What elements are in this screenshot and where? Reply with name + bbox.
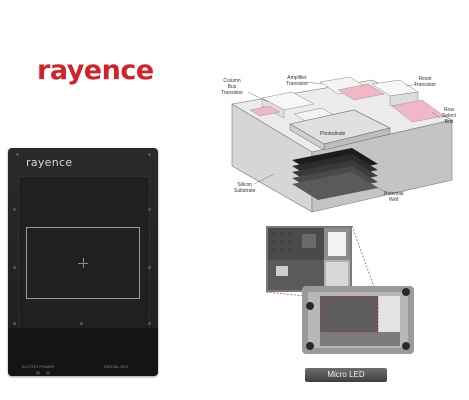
label-column-bus-transistor: Column Bus Transistor bbox=[221, 78, 244, 96]
screw-dot bbox=[80, 322, 83, 325]
detector-bottom-band bbox=[8, 328, 158, 376]
micro-led-label: Micro LED bbox=[305, 368, 387, 382]
label-potential-well: Potential Well bbox=[384, 191, 404, 203]
detector-sensor-surface bbox=[18, 176, 150, 330]
port-dot bbox=[36, 371, 40, 375]
screw-dot bbox=[148, 208, 151, 211]
label-silicon-substrate: Silicon Substrate bbox=[234, 182, 256, 194]
pixel-structure-diagram bbox=[231, 76, 453, 213]
micro-led-illustration bbox=[265, 225, 414, 354]
center-crosshair-v bbox=[83, 258, 84, 268]
screw-dot bbox=[148, 153, 151, 156]
label-photodiode: Photodiode bbox=[320, 131, 346, 137]
micro-led-chip bbox=[302, 286, 414, 354]
x-ray-detector-panel: rayence ELCTRO POWER DIGITAL OUT bbox=[8, 148, 158, 376]
port-dot bbox=[46, 371, 50, 375]
detector-port-label-left: ELCTRO POWER bbox=[22, 364, 55, 369]
detector-port-label-right: DIGITAL OUT bbox=[104, 364, 129, 369]
label-amplifier-transistor: Amplifier Transistor bbox=[286, 75, 309, 87]
screw-dot bbox=[13, 322, 16, 325]
rayence-logo: rayence bbox=[37, 55, 154, 86]
screw-dot bbox=[16, 153, 19, 156]
screw-dot bbox=[148, 322, 151, 325]
label-row-select-bus: Row Select Bus bbox=[442, 107, 456, 125]
screw-dot bbox=[13, 208, 16, 211]
potential-well-layers bbox=[292, 148, 378, 200]
micro-led-zoom-inset bbox=[266, 226, 352, 292]
label-reset-transistor: Reset Transistor bbox=[414, 76, 437, 88]
screw-dot bbox=[13, 266, 16, 269]
screw-dot bbox=[148, 266, 151, 269]
detector-brand-label: rayence bbox=[26, 156, 73, 169]
active-area-frame bbox=[26, 227, 140, 299]
